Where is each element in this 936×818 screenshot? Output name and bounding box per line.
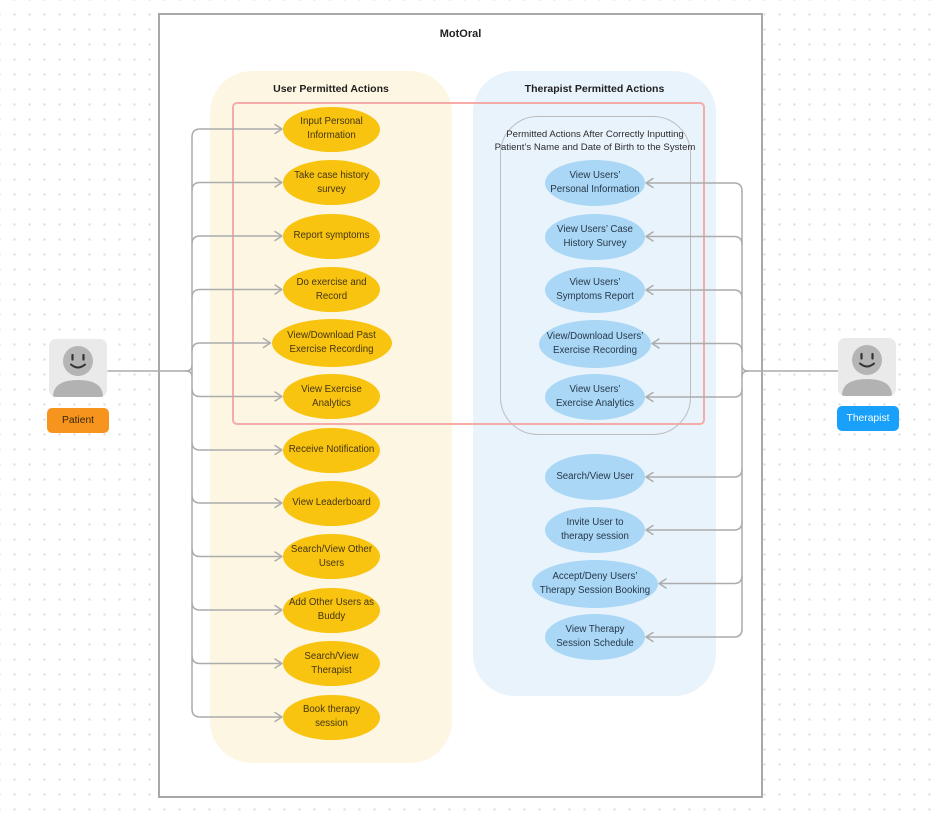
user-action-oval[interactable]: Receive Notification	[283, 427, 380, 473]
user-action-oval[interactable]: Do exercise and Record	[283, 267, 380, 312]
user-action-oval[interactable]: Book therapy session	[283, 694, 380, 740]
therapist-gated-action-oval[interactable]: View/Download Users’ Exercise Recording	[539, 319, 651, 368]
patient-avatar-icon	[53, 346, 103, 397]
user-action-oval[interactable]: View Exercise Analytics	[283, 374, 380, 419]
therapist-actor[interactable]	[838, 338, 896, 396]
patient-label[interactable]: Patient	[47, 408, 109, 433]
therapist-avatar-icon	[842, 345, 892, 396]
therapist-action-oval[interactable]: Invite User to therapy session	[545, 507, 645, 553]
gated-caption-line1: Permitted Actions After Correctly Inputt…	[506, 129, 684, 140]
user-action-oval[interactable]: View/Download Past Exercise Recording	[271, 319, 392, 367]
therapist-action-oval[interactable]: View Therapy Session Schedule	[545, 614, 645, 660]
therapist-gated-action-oval[interactable]: View Users’ Case History Survey	[545, 213, 645, 260]
diagram-title: MotOral	[439, 28, 482, 40]
user-action-oval[interactable]: Add Other Users as Buddy	[283, 587, 380, 633]
therapist-action-oval[interactable]: Accept/Deny Users’ Therapy Session Booki…	[532, 559, 658, 608]
user-action-oval[interactable]: Take case history survey	[283, 160, 380, 205]
gated-actions-box	[500, 116, 691, 435]
user-action-oval[interactable]: Search/View Other Users	[283, 534, 380, 579]
therapist-label[interactable]: Therapist	[837, 406, 899, 431]
patient-actor[interactable]	[49, 339, 107, 397]
therapist-action-oval[interactable]: Search/View User	[545, 454, 645, 500]
gated-caption-line2: Patient’s Name and Date of Birth to the …	[494, 141, 696, 153]
user-action-oval[interactable]: View Leaderboard	[283, 480, 380, 526]
user-lane-header: User Permitted Actions	[273, 83, 389, 95]
therapist-gated-action-oval[interactable]: View Users’ Exercise Analytics	[545, 374, 645, 420]
therapist-lane-header: Therapist Permitted Actions	[524, 83, 665, 95]
therapist-gated-action-oval[interactable]: View Users’ Symptoms Report	[545, 267, 645, 313]
therapist-gated-action-oval[interactable]: View Users’ Personal Information	[545, 160, 645, 206]
gated-actions-caption: Permitted Actions After Correctly Inputt…	[490, 129, 700, 155]
highlight-rect	[232, 102, 705, 425]
user-action-oval[interactable]: Search/View Therapist	[283, 641, 380, 686]
user-action-oval[interactable]: Report symptoms	[283, 213, 380, 259]
user-action-oval[interactable]: Input Personal Information	[283, 106, 380, 152]
